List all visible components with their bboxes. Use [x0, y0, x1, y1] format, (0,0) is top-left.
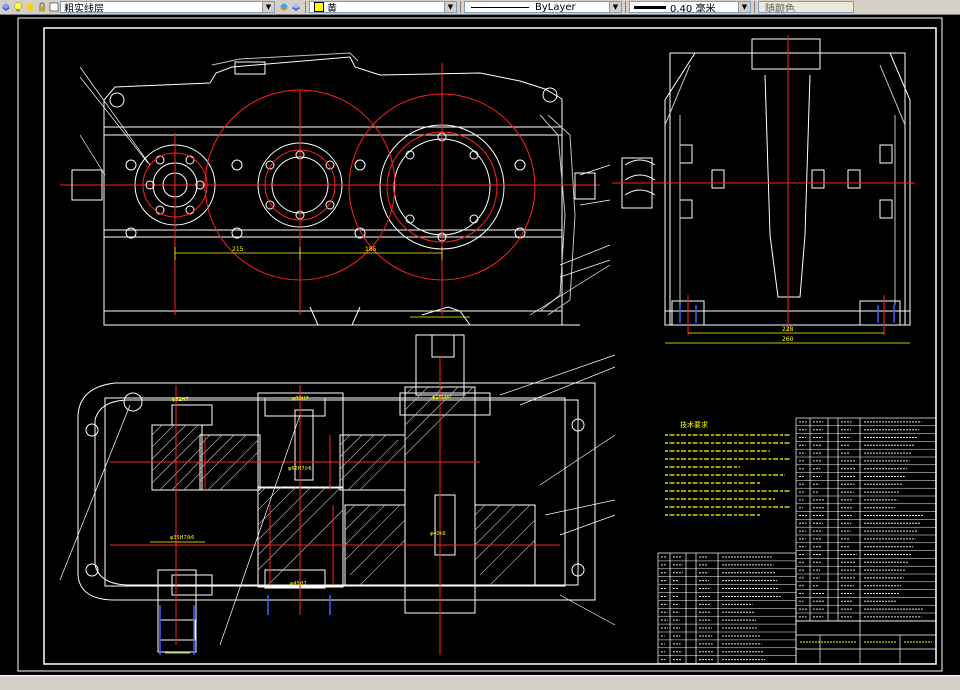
side-view-dimensions: 228 260: [665, 326, 910, 344]
layer-previous-icon[interactable]: [291, 2, 301, 12]
dim-center-distance-1: 215: [232, 246, 244, 253]
toolbar-separator: [460, 1, 461, 13]
plotstyle-value: 随颜色: [765, 3, 795, 13]
linetype-sample: [471, 6, 529, 8]
parts-list-right-text: [799, 421, 924, 618]
dim-side-width-2: 260: [782, 336, 794, 343]
drawing-canvas[interactable]: 215 185: [0, 15, 960, 676]
front-view-gear-circles: [142, 63, 536, 315]
dim-center-distance-2: 185: [365, 246, 377, 253]
lineweight-value: 0.40 毫米: [670, 3, 716, 13]
linetype-combo[interactable]: ByLayer ▼: [464, 1, 622, 13]
dim-bearing-3: φ100H7: [432, 395, 452, 401]
top-view-red-lines: [110, 355, 560, 655]
color-dropdown-arrow-icon[interactable]: ▼: [444, 2, 456, 12]
dim-bearing-2: φ80H7: [292, 396, 309, 402]
toolbar-separator: [754, 1, 755, 13]
layer-combo[interactable]: 粗实线层 ▼: [60, 1, 275, 13]
color-value: 黄: [327, 3, 337, 13]
title-block: [795, 620, 937, 665]
layer-manager-icon[interactable]: [1, 2, 11, 12]
layer-name: 粗实线层: [64, 3, 104, 13]
front-view: [60, 52, 600, 326]
color-square-icon: [49, 2, 59, 12]
parts-list-left-text: [661, 556, 781, 661]
drawing-border-outer: [17, 17, 943, 672]
plotstyle-combo[interactable]: 随颜色: [758, 1, 854, 13]
front-view-leaders: [79, 66, 611, 316]
properties-toolbar: 粗实线层 ▼ 黄 ▼ ByLayer ▼ 0.40 毫米 ▼ 随颜色: [0, 0, 960, 15]
dim-side-width-1: 228: [782, 326, 794, 333]
technical-requirements: 技术要求: [665, 420, 790, 516]
cad-drawing: 215 185: [17, 17, 943, 672]
side-view-blue-accents: [679, 305, 895, 323]
top-view-leaders: [59, 354, 616, 646]
front-view-dimensions: 215 185: [174, 246, 443, 260]
dim-shaft-fit-3: φ40k6: [430, 531, 446, 537]
status-bar: [0, 675, 960, 690]
side-view: [621, 38, 911, 326]
parts-list-right-rows: [796, 425, 936, 622]
top-view-dimensions: φ52H7 φ80H7 φ100H7 φ35H7/k6 φ62H7/r6 φ40…: [150, 316, 470, 654]
top-view-blue-accents: [159, 595, 331, 655]
parts-list-left-rows: [658, 560, 796, 664]
lock-icon[interactable]: [37, 2, 47, 12]
color-combo[interactable]: 黄 ▼: [309, 1, 457, 13]
lineweight-dropdown-arrow-icon[interactable]: ▼: [738, 2, 750, 12]
sun-icon[interactable]: [25, 2, 35, 12]
dim-bearing-1: φ52H7: [172, 397, 189, 403]
layer-dropdown-arrow-icon[interactable]: ▼: [262, 2, 274, 12]
toolbar-separator: [625, 1, 626, 13]
lineweight-sample: [634, 5, 666, 9]
dim-shaft-fit-1: φ35H7/k6: [170, 535, 194, 541]
linetype-dropdown-arrow-icon[interactable]: ▼: [609, 2, 621, 12]
side-view-centerlines: [612, 35, 915, 335]
top-view: [77, 334, 596, 653]
lightbulb-icon[interactable]: [13, 2, 23, 12]
drawing-border-inner: [43, 27, 937, 665]
tech-req-title: 技术要求: [680, 420, 708, 429]
toolbar-separator: [305, 1, 306, 13]
lineweight-combo[interactable]: 0.40 毫米 ▼: [629, 1, 751, 13]
dim-shaft-fit-2: φ62H7/r6: [288, 466, 312, 472]
dim-bottom-fit: φ45H7: [290, 581, 307, 587]
linetype-value: ByLayer: [535, 1, 576, 13]
make-object-layer-current-icon[interactable]: [279, 2, 289, 12]
color-swatch: [314, 2, 324, 12]
